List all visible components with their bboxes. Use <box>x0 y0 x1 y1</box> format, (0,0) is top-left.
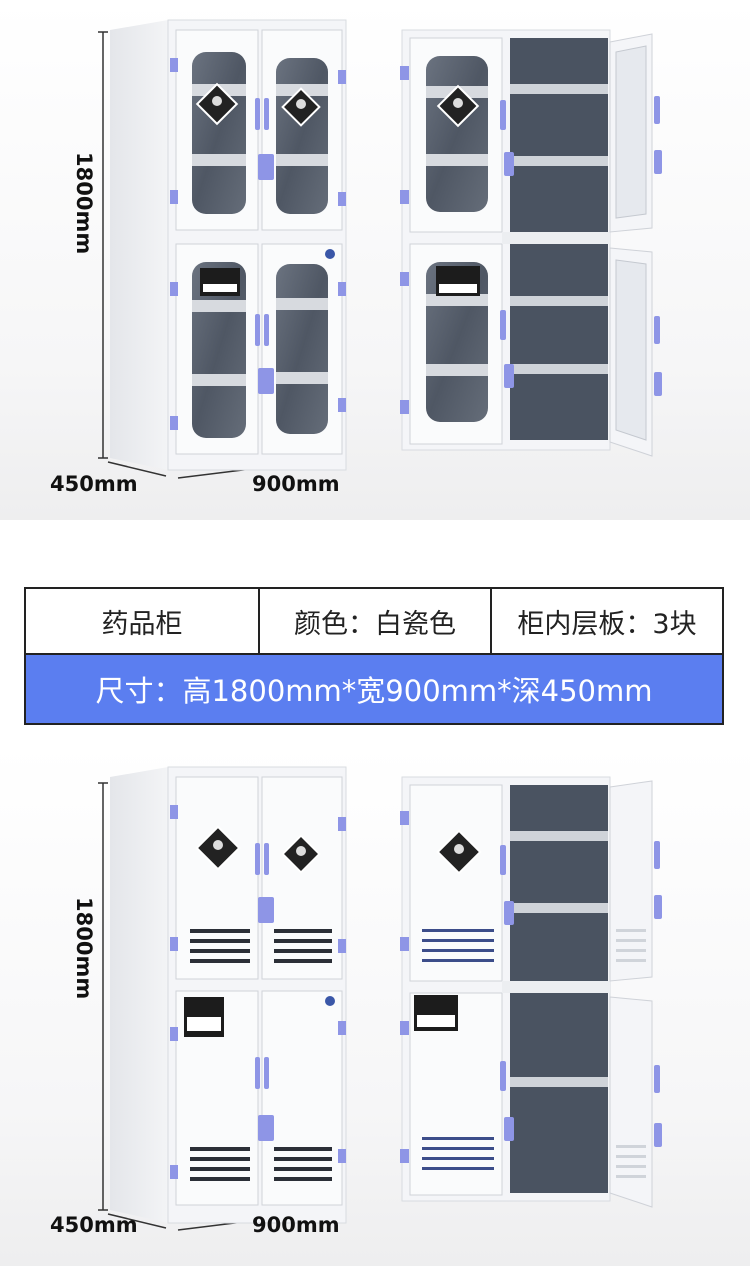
warning-label-icon <box>200 268 240 296</box>
top-product-photo: 1800mm 450mm 900mm <box>0 0 750 520</box>
depth-label: 450mm <box>50 1213 138 1237</box>
shelves-cell: 柜内层板：3块 <box>490 589 722 653</box>
depth-dimension-line <box>107 1213 167 1229</box>
hazard-sign-icon <box>281 87 321 127</box>
depth-label: 450mm <box>50 472 138 496</box>
solid-door-cabinets-illustration <box>98 766 662 1231</box>
warning-label-icon <box>414 995 458 1031</box>
product-name-cell: 药品柜 <box>101 608 183 640</box>
height-dimension-line <box>98 31 108 459</box>
spec-row-basic: 药品柜 颜色：白瓷色 柜内层板：3块 <box>26 589 722 655</box>
vent-slots <box>422 929 494 1170</box>
hazard-sign-icon <box>281 834 321 874</box>
size-row: 尺寸：高1800mm*宽900mm*深450mm <box>26 655 722 723</box>
warning-label-icon <box>184 997 224 1037</box>
spec-table: 药品柜 颜色：白瓷色 柜内层板：3块 尺寸：高1800mm*宽900mm*深45… <box>24 587 724 725</box>
left-solid-cabinet-closed <box>110 766 347 1224</box>
width-label: 900mm <box>252 1213 340 1237</box>
warning-label-icon <box>436 266 480 296</box>
door-vent-slots <box>616 929 646 1178</box>
vent-slots <box>190 929 332 1181</box>
width-label: 900mm <box>252 472 340 496</box>
height-label: 1800mm <box>72 897 96 1000</box>
color-cell: 颜色：白瓷色 <box>258 589 490 653</box>
height-dimension-line <box>98 782 108 1211</box>
right-cabinet-open <box>400 29 662 457</box>
height-label: 1800mm <box>72 152 96 255</box>
hazard-sign-icon <box>195 825 241 871</box>
hazard-sign-icon <box>195 82 239 126</box>
glass-door-cabinets-illustration <box>98 19 662 479</box>
hazard-sign-icon <box>436 829 482 875</box>
depth-dimension-line <box>107 461 167 477</box>
right-solid-cabinet-open <box>400 776 662 1208</box>
bottom-product-photo: 1800mm 450mm 900mm <box>0 745 750 1266</box>
hazard-sign-icon <box>436 84 480 128</box>
left-cabinet-closed <box>110 19 347 471</box>
